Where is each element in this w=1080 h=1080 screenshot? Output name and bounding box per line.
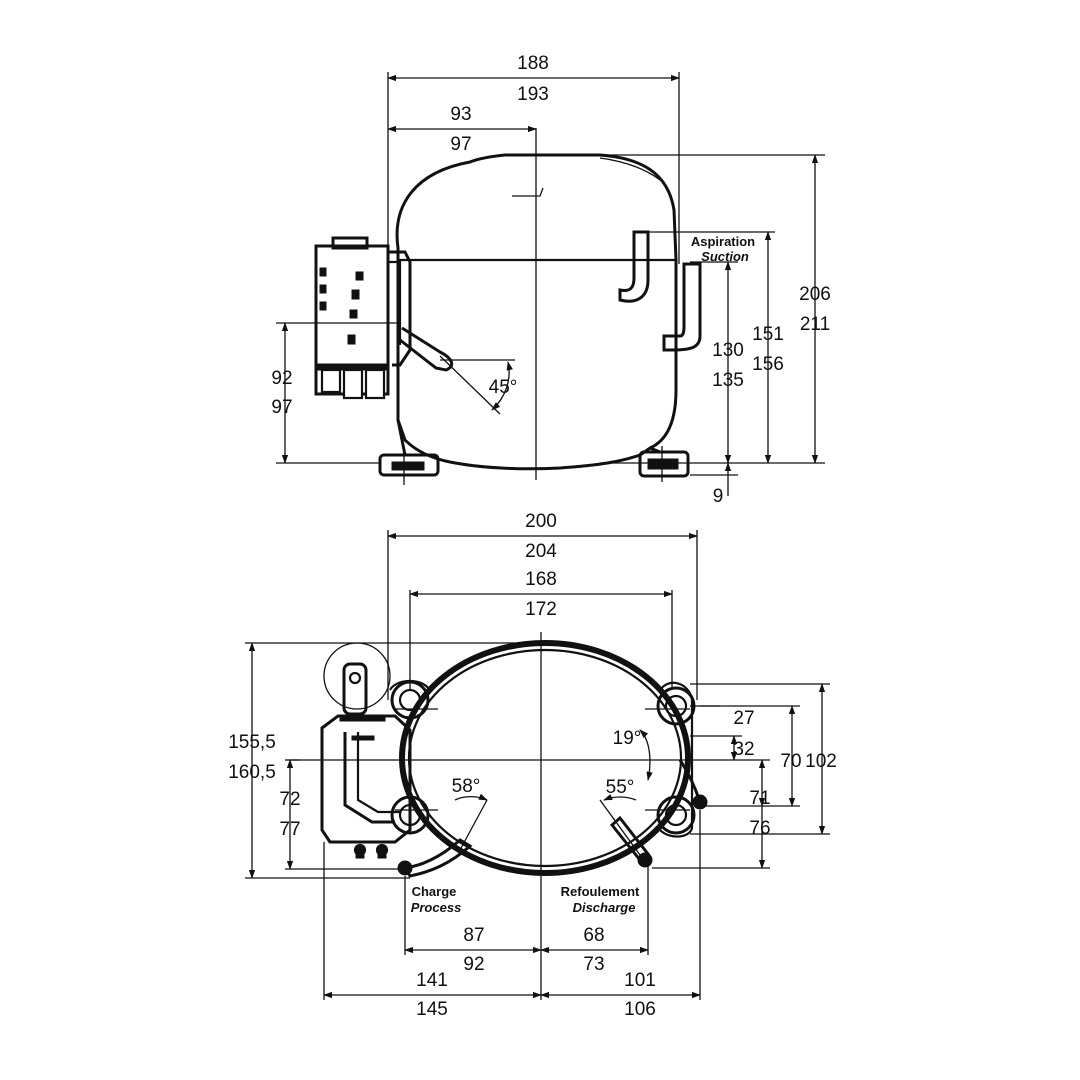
dim-discharge-min: 68 — [583, 925, 604, 946]
process-tube-plan — [397, 838, 473, 878]
dim-27: 27 — [733, 708, 754, 729]
dim-discharge-max: 73 — [583, 954, 604, 975]
dim-angle-58: 58° — [452, 776, 481, 797]
dome-center-mark — [512, 187, 544, 197]
angle-55-leg — [599, 799, 641, 856]
angle-58-arc — [454, 793, 488, 801]
discharge-tube-plan — [609, 759, 708, 868]
label-aspiration: Aspiration — [691, 234, 755, 249]
label-charge: Charge — [412, 884, 457, 899]
mounting-grommets — [390, 680, 696, 835]
dim-left-depth-max: 77 — [279, 819, 300, 840]
process-tube-side — [399, 326, 454, 372]
dim-depth-max: 160,5 — [228, 762, 276, 783]
electrical-box — [314, 236, 412, 400]
compressor-dome — [395, 153, 678, 471]
angle-45-leg — [439, 355, 501, 415]
suction-tube — [618, 230, 702, 352]
dim-76: 76 — [749, 818, 770, 839]
dim-right-total-max: 106 — [624, 999, 656, 1020]
dim-suction-tube-max: 135 — [712, 370, 744, 391]
dim-top-width-max: 193 — [517, 84, 549, 105]
dim-half-width-max: 97 — [450, 134, 471, 155]
dim-angle-45: 45° — [489, 377, 518, 398]
label-process: Process — [411, 900, 462, 915]
dim-overall-width-max: 204 — [525, 541, 557, 562]
dim-32: 32 — [733, 739, 754, 760]
angle-58-leg — [459, 799, 488, 851]
dim-left-total-max: 145 — [416, 999, 448, 1020]
dim-71: 71 — [749, 788, 770, 809]
label-suction: Suction — [701, 249, 749, 264]
dim-depth-min: 155,5 — [228, 732, 276, 753]
dim-height-max: 211 — [800, 314, 830, 335]
angle-45-arc — [491, 361, 513, 411]
compressor-oval-body — [399, 640, 691, 876]
side-elevation-view: 188 193 93 97 206 211 151 156 130 135 9 … — [271, 53, 830, 507]
dim-mount-width-max: 172 — [525, 599, 557, 620]
dim-70: 70 — [780, 751, 801, 772]
dim-height-min: 206 — [799, 284, 831, 305]
angle-19-arc — [639, 729, 653, 781]
label-discharge: Discharge — [573, 900, 636, 915]
dim-angle-19: 19° — [613, 728, 642, 749]
dim-suction-tube-min: 130 — [712, 340, 744, 361]
dim-base-offset: 9 — [713, 486, 724, 507]
dim-suction-height-min: 151 — [752, 324, 784, 345]
electrical-box-plan — [320, 642, 412, 859]
dim-suction-height-max: 156 — [752, 354, 784, 375]
dim-angle-55: 55° — [606, 777, 635, 798]
dim-half-width-min: 93 — [450, 104, 471, 125]
dim-left-height-min: 92 — [271, 368, 292, 389]
plan-view: 200 204 168 172 155,5 160,5 72 77 102 70… — [228, 511, 837, 1020]
dim-process-min: 87 — [463, 925, 484, 946]
angle-55-arc — [603, 794, 637, 801]
dim-left-total-min: 141 — [416, 970, 448, 991]
dim-top-width-min: 188 — [517, 53, 549, 74]
dim-right-total-min: 101 — [624, 970, 656, 991]
dim-102: 102 — [805, 751, 837, 772]
label-refoulement: Refoulement — [561, 884, 640, 899]
dim-left-depth-min: 72 — [279, 789, 300, 810]
dim-left-height-max: 97 — [271, 397, 292, 418]
dome-top-detail — [599, 157, 661, 181]
dim-overall-width-min: 200 — [525, 511, 557, 532]
dim-mount-width-min: 168 — [525, 569, 557, 590]
dim-process-max: 92 — [463, 954, 484, 975]
